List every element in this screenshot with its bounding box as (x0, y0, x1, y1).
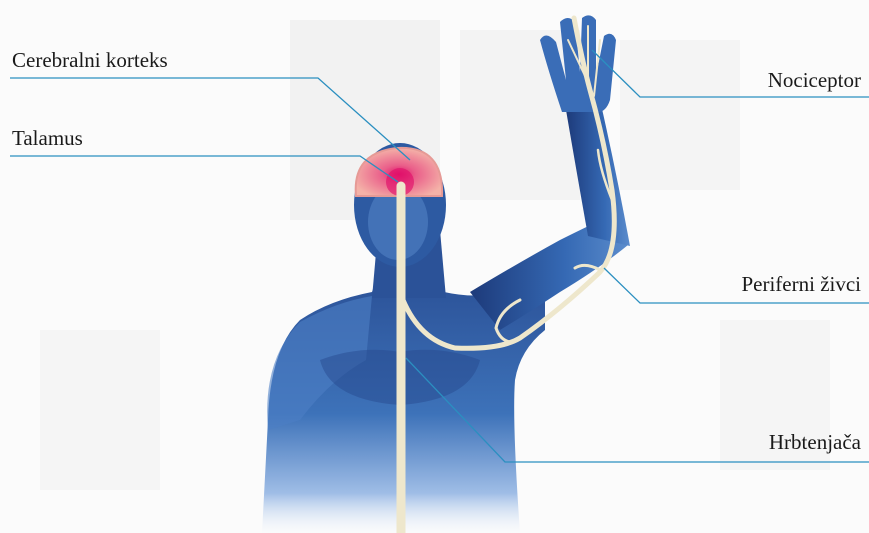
cerebral-cortex-label: Cerebralni korteks (12, 48, 168, 72)
nociceptor-label: Nociceptor (768, 68, 861, 92)
thalamus-label: Talamus (12, 126, 83, 150)
spinal-cord-label: Hrbtenjača (769, 430, 861, 454)
peripheral-nerves-label: Periferni živci (741, 272, 861, 296)
